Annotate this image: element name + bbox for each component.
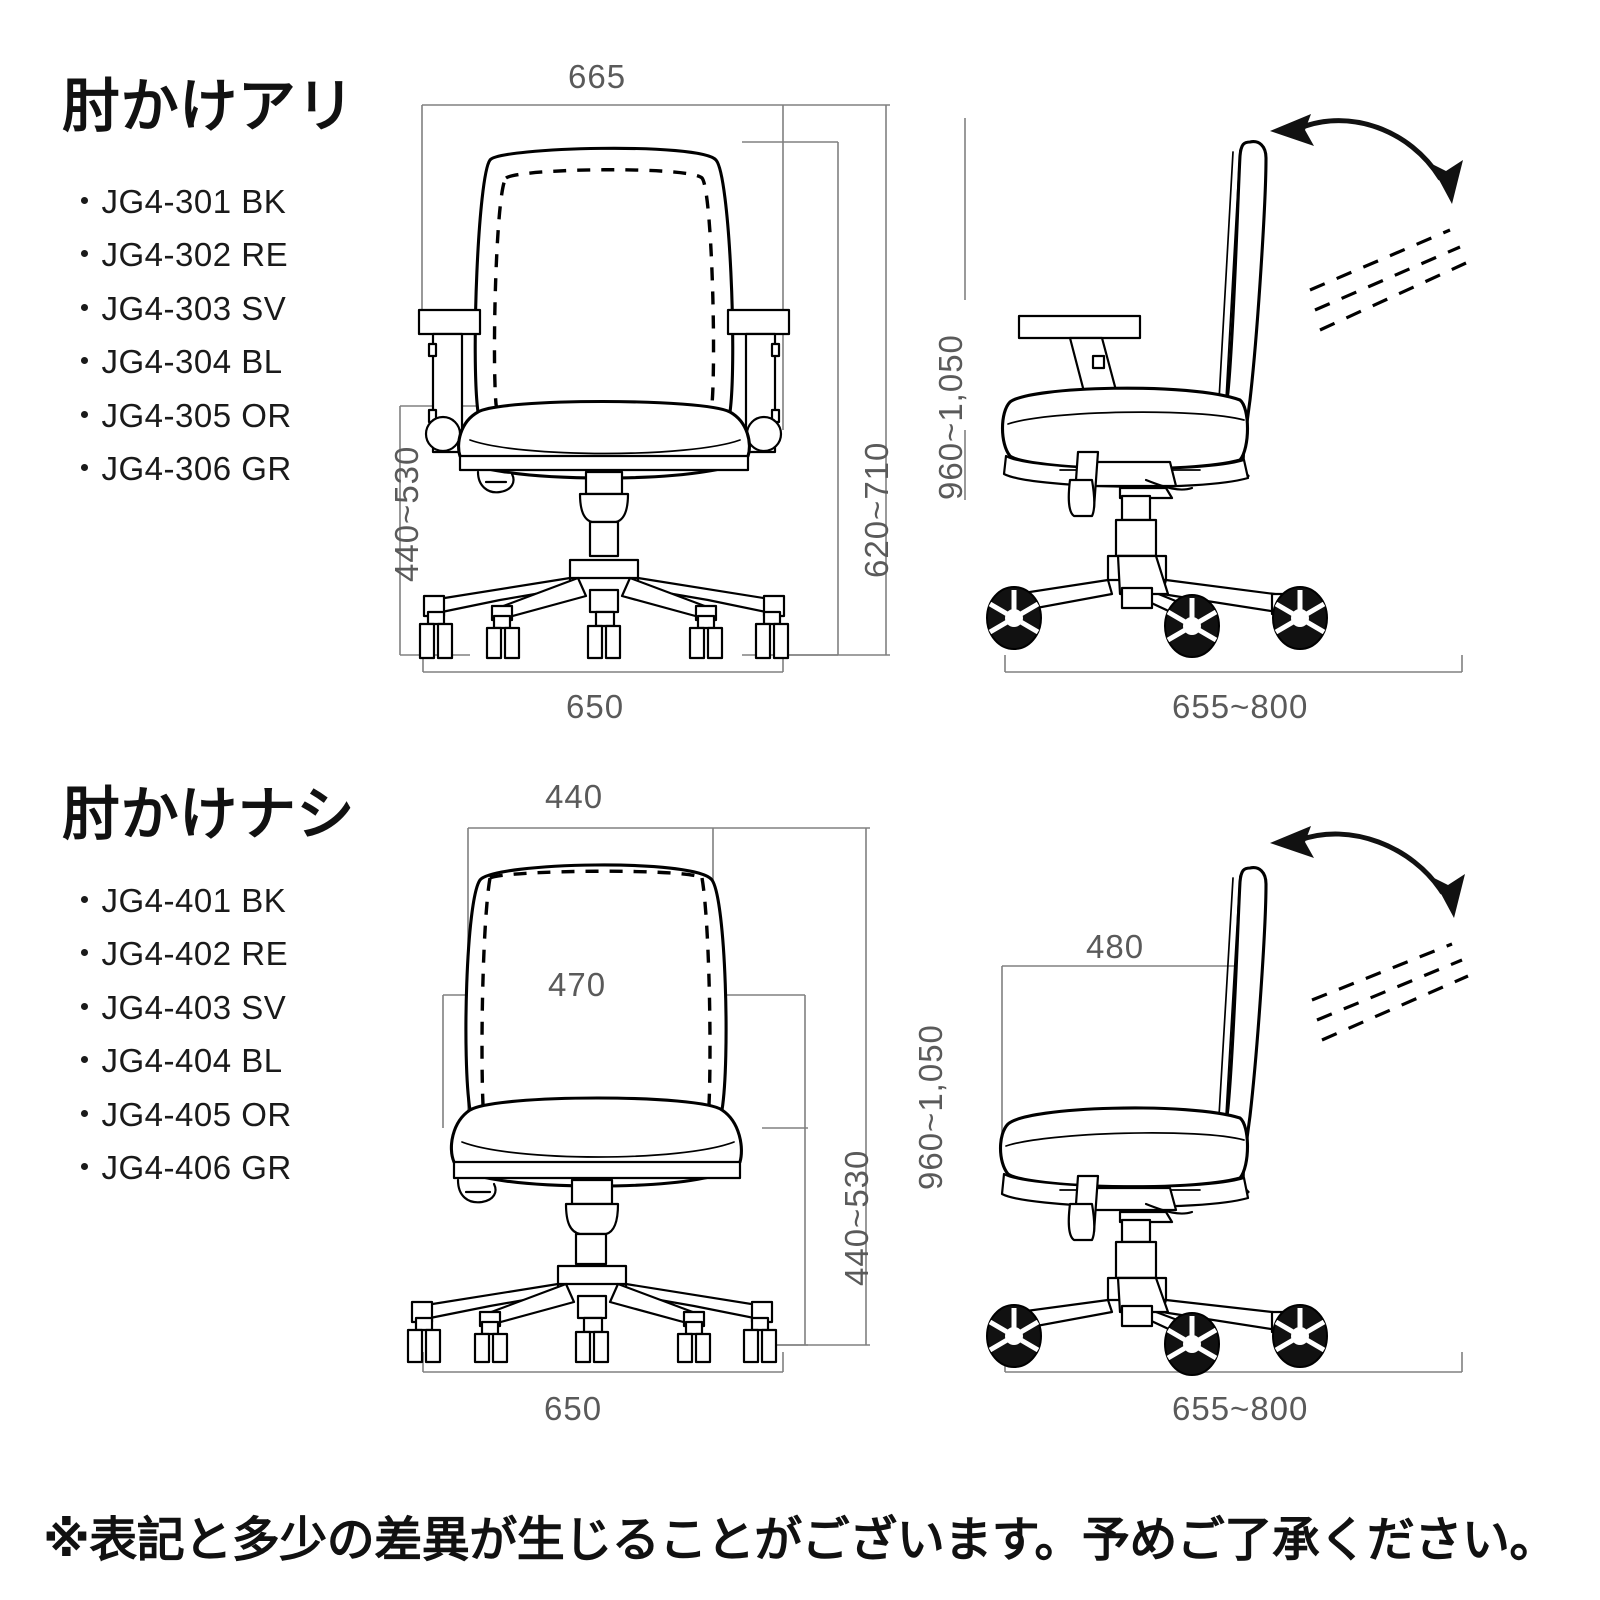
casters-side	[986, 1304, 1328, 1376]
list-item: ・JG4-402 RE	[68, 935, 289, 973]
tilt-lever	[476, 470, 515, 494]
armrest-left	[417, 308, 482, 454]
backrest-reclined-ghost	[1309, 228, 1467, 332]
model-list-without-armrest: ・JG4-401 BK ・JG4-402 RE ・JG4-403 SV ・JG4…	[68, 874, 292, 1195]
list-item: ・JG4-302 RE	[68, 236, 289, 274]
model-list-with-armrest: ・JG4-301 BK ・JG4-302 RE ・JG4-303 SV ・JG4…	[68, 175, 292, 496]
dimension-label-overall-width: 665	[568, 58, 627, 95]
dimension-label-seat-width-470: 470	[548, 966, 607, 1003]
dimension-label-back-height: 620~710	[858, 441, 895, 578]
list-item: ・JG4-406 GR	[68, 1149, 292, 1187]
dimension-label-seat-height-2: 440~530	[838, 1149, 875, 1286]
dimension-label-base-width-2: 650	[544, 1390, 603, 1427]
five-star-base	[410, 1264, 774, 1328]
list-item: ・JG4-306 GR	[68, 450, 292, 488]
five-star-base	[422, 558, 786, 622]
dimension-label-width-440: 440	[545, 778, 604, 815]
seat-cushion	[457, 399, 751, 480]
section-title-with-armrest: 肘かけアリ	[62, 74, 355, 139]
dimension-label-seat-height: 440~530	[388, 445, 425, 582]
armrest-right	[726, 308, 791, 454]
dimension-label-base-width: 650	[566, 688, 625, 725]
dimension-label-depth-2: 655~800	[1172, 1390, 1309, 1427]
seat-cushion	[449, 1096, 743, 1188]
list-item: ・JG4-304 BL	[68, 343, 283, 381]
tilt-lever	[456, 1178, 497, 1204]
section-title-without-armrest: 肘かけナシ	[62, 782, 355, 847]
gas-cylinder-side	[1114, 1218, 1158, 1280]
gas-cylinder	[578, 470, 630, 558]
casters	[418, 610, 790, 660]
recline-arrow	[1270, 826, 1465, 918]
dimension-label-depth: 655~800	[1172, 688, 1309, 725]
recline-arrow	[1270, 114, 1463, 204]
gas-cylinder	[564, 1178, 620, 1266]
list-item: ・JG4-403 SV	[68, 988, 287, 1026]
list-item: ・JG4-301 BK	[68, 183, 287, 220]
list-item: ・JG4-303 SV	[68, 289, 287, 327]
footnote-text: ※表記と多少の差異が生じることがございます。予めご了承ください。	[43, 1514, 1557, 1567]
dimension-label-total-height: 960~1,050	[932, 334, 969, 500]
casters-side	[986, 586, 1328, 658]
casters	[406, 1316, 778, 1364]
gas-cylinder-side	[1114, 494, 1158, 558]
list-item: ・JG4-401 BK	[68, 882, 287, 919]
list-item: ・JG4-404 BL	[68, 1042, 283, 1080]
five-star-base-side	[996, 1276, 1298, 1340]
backrest-reclined-ghost	[1311, 942, 1469, 1042]
tilt-mechanism	[1067, 450, 1194, 518]
dimension-label-total-height-2: 960~1,050	[912, 1024, 949, 1190]
list-item: ・JG4-405 OR	[68, 1095, 292, 1133]
tilt-mechanism	[1067, 1174, 1194, 1242]
list-item: ・JG4-305 OR	[68, 396, 292, 434]
dimension-label-seat-depth-480: 480	[1086, 928, 1145, 965]
